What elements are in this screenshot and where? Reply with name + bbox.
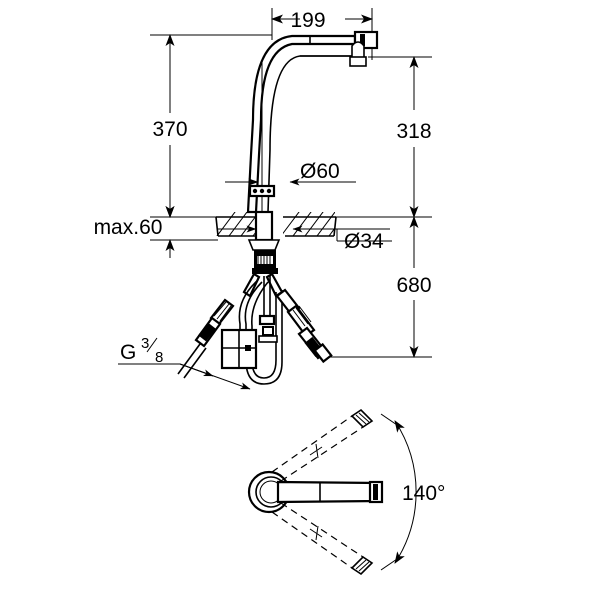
supply-hoses-assembly bbox=[177, 272, 333, 385]
dimension-d60: Ø60 bbox=[225, 160, 356, 186]
dim-label-370: 370 bbox=[152, 118, 187, 141]
dim-label-140-degrees: 140° bbox=[402, 482, 445, 505]
thread-label-g: G bbox=[120, 341, 136, 364]
thread-label-numerator: 3 bbox=[141, 335, 149, 352]
hose-coupling bbox=[258, 314, 276, 326]
dimension-199: 199 bbox=[271, 9, 373, 32]
braided-hose-left bbox=[177, 298, 235, 379]
hose-loop-inner bbox=[251, 281, 277, 379]
dimension-d34: Ø34 bbox=[218, 225, 392, 253]
dimension-thread-g38: G 3 8 bbox=[118, 335, 251, 390]
spout-arm-center bbox=[276, 480, 384, 504]
braided-hose-right bbox=[275, 288, 333, 364]
spout-arm-rotated-down bbox=[271, 502, 374, 576]
hose-left-curve bbox=[238, 279, 259, 348]
dim-label-199: 199 bbox=[290, 9, 325, 32]
pull-out-spray-head bbox=[349, 30, 379, 67]
worktop-deck bbox=[215, 212, 337, 237]
dim-label-680: 680 bbox=[396, 274, 431, 297]
spray-head-nub bbox=[351, 41, 365, 59]
dim-label-d60: Ø60 bbox=[300, 160, 340, 183]
deck-hatch-right bbox=[283, 212, 335, 236]
dimension-370: 370 bbox=[152, 34, 188, 218]
dim-label-max60: max.60 bbox=[94, 216, 163, 239]
elevation-view-group: 199 370 max.60 318 bbox=[94, 8, 432, 390]
spout-arm-rotated-up bbox=[271, 408, 374, 482]
faucet-base-shank bbox=[247, 210, 281, 274]
dimension-max60: max.60 bbox=[94, 200, 175, 258]
faucet-spout-body bbox=[246, 34, 357, 214]
plan-swivel-view-group: 140° bbox=[247, 408, 445, 576]
spray-head-grip bbox=[360, 34, 365, 46]
swivel-angle-arc bbox=[380, 413, 417, 571]
thread-label-denominator: 8 bbox=[155, 349, 163, 366]
spout-collar-ring bbox=[248, 184, 276, 198]
dimension-680: 680 bbox=[396, 216, 432, 358]
dimension-318: 318 bbox=[396, 56, 432, 218]
hose-loop bbox=[244, 281, 283, 385]
dim-label-d34: Ø34 bbox=[344, 230, 384, 253]
dim-label-318: 318 bbox=[396, 120, 431, 143]
